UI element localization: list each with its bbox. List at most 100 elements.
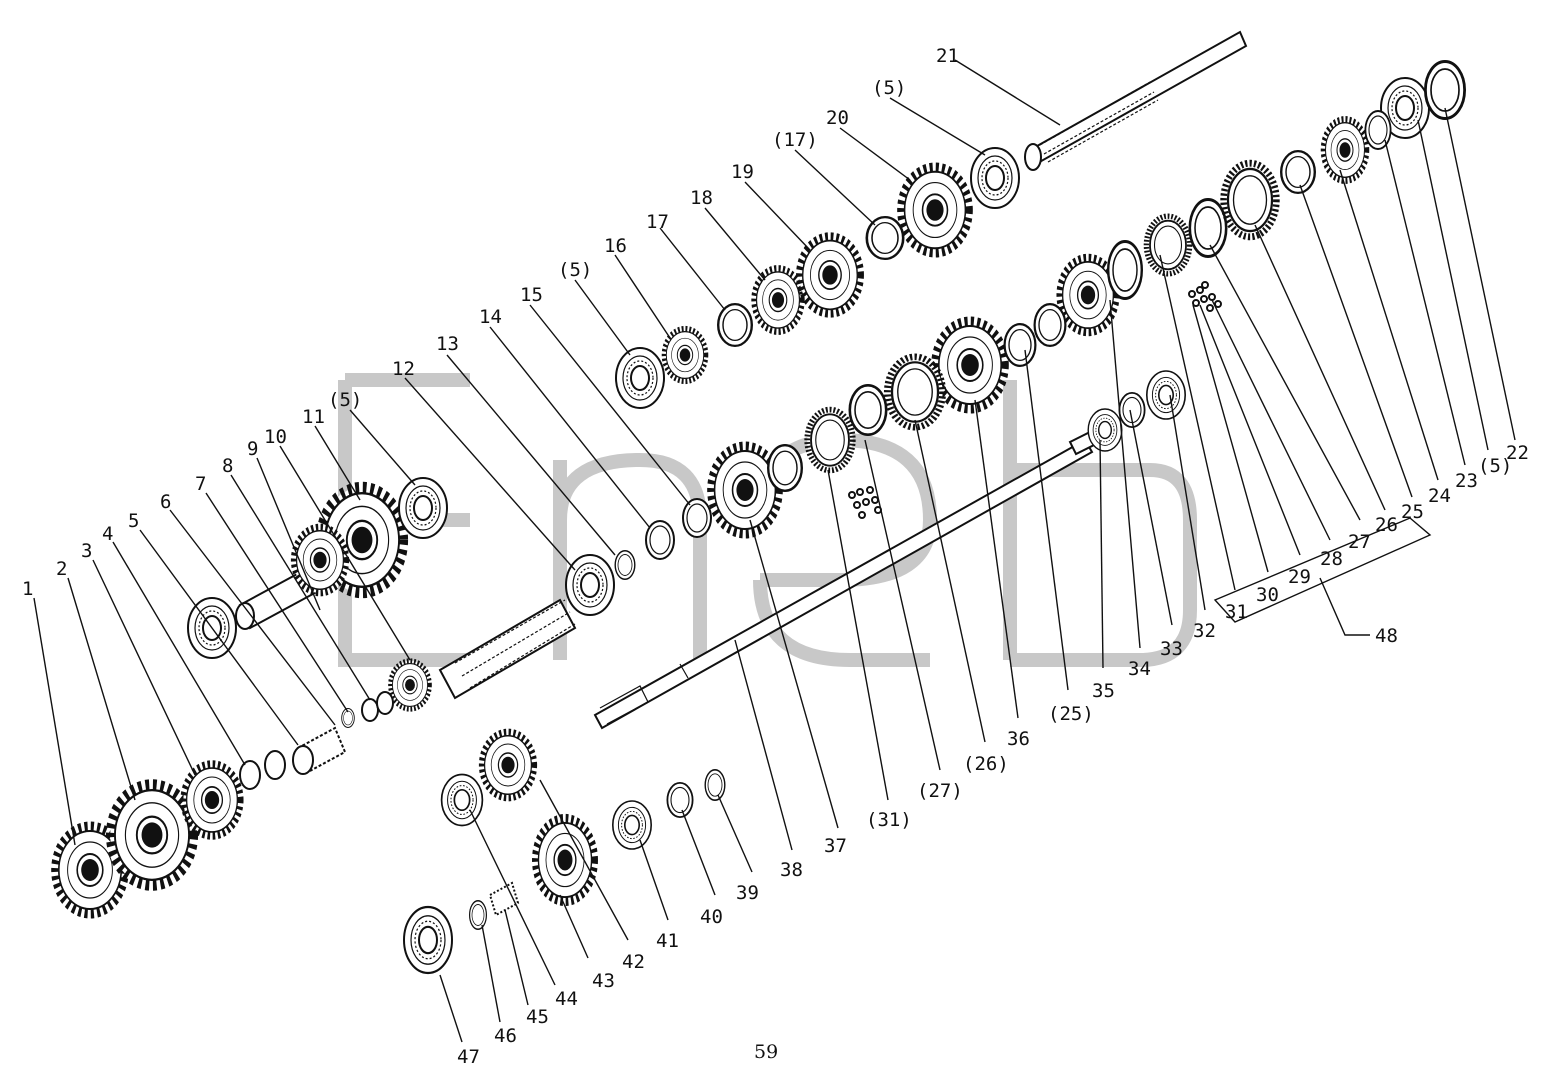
- callout-46: 46: [494, 1025, 517, 1047]
- callout-43: 43: [592, 970, 615, 992]
- callout-23: 23: [1455, 470, 1478, 492]
- callout-26: 26: [1375, 514, 1398, 536]
- callout-41: 41: [656, 930, 679, 952]
- bearing-44: [440, 773, 484, 827]
- callout-12: 12: [392, 358, 415, 380]
- bearing-12: [565, 554, 615, 616]
- callout-13: 13: [436, 333, 459, 355]
- parts-drawing: [55, 30, 1467, 975]
- callout-34: 34: [1128, 658, 1151, 680]
- ring-13: [614, 550, 636, 580]
- bearing-5b: [398, 477, 448, 539]
- bushing-25b: [1003, 323, 1037, 367]
- callout-39: 39: [736, 882, 759, 904]
- callout-2: 2: [56, 558, 67, 580]
- callout-5: 5: [128, 510, 139, 532]
- needle-bearings-4: [239, 750, 286, 790]
- callout-6: 6: [160, 491, 171, 513]
- gear-42: [482, 732, 535, 798]
- gear-20: [901, 167, 970, 253]
- callout-21: 21: [936, 45, 959, 67]
- callout-30: 30: [1256, 584, 1279, 606]
- callout-25b: (25): [1048, 703, 1094, 725]
- gear-43: [535, 818, 595, 902]
- snap-ring-46: [468, 900, 488, 930]
- callout-17b: (17): [772, 129, 818, 151]
- callout-8: 8: [222, 455, 233, 477]
- callout-37: 37: [824, 835, 847, 857]
- gear-18: [754, 268, 802, 331]
- bearing-32: [1146, 370, 1186, 420]
- callout-5c: (5): [558, 259, 592, 281]
- bushing-15: [682, 498, 712, 538]
- callout-31: 31: [1225, 601, 1248, 623]
- callout-14: 14: [479, 306, 502, 328]
- ring-27: [1106, 240, 1144, 300]
- callout-48: 48: [1375, 625, 1398, 647]
- bushing-17: [717, 302, 753, 348]
- callout-27b: (27): [917, 780, 963, 802]
- callout-11: 11: [302, 406, 325, 428]
- callout-32: 32: [1193, 620, 1216, 642]
- callout-31b: (31): [866, 809, 912, 831]
- gear-10: [294, 527, 347, 593]
- bearing-35: [1087, 408, 1123, 452]
- ring-14: [645, 520, 675, 560]
- callout-27: 27: [1348, 531, 1371, 553]
- gear-8: [390, 661, 430, 709]
- gear-16: [664, 329, 706, 382]
- ring-27b: [848, 383, 888, 437]
- leader-lines: [33, 59, 1516, 1043]
- callout-5e: (5): [1478, 455, 1512, 477]
- callout-44: 44: [555, 988, 578, 1010]
- bushing-25: [1033, 303, 1067, 347]
- callout-labels: 1 2 3 4 5 6 7 8 9 10 11 (5) 12 13 14 15 …: [22, 45, 1529, 1068]
- callout-45: 45: [526, 1006, 549, 1028]
- callout-9: 9: [247, 438, 258, 460]
- hub-31b: [807, 410, 853, 471]
- sleeve-26b: [887, 357, 942, 427]
- needle-bearing-6: [292, 726, 347, 775]
- callout-36: 36: [1007, 728, 1030, 750]
- bearing-5c: [615, 347, 665, 409]
- callout-20: 20: [826, 107, 849, 129]
- callout-40: 40: [700, 906, 723, 928]
- sleeve-26: [1224, 163, 1277, 237]
- callout-16: 16: [604, 235, 627, 257]
- callout-3: 3: [81, 540, 92, 562]
- bearing-5d: [970, 147, 1020, 209]
- callout-5b: (5): [328, 389, 362, 411]
- callout-15: 15: [520, 284, 543, 306]
- detent-balls-29-30: [848, 281, 1222, 519]
- bearing-47: [402, 905, 454, 975]
- output-shaft-main: [593, 430, 1098, 730]
- page-number: 59: [754, 1041, 778, 1063]
- gear-36: [935, 321, 1005, 409]
- callout-7: 7: [195, 473, 206, 495]
- callout-24: 24: [1428, 485, 1451, 507]
- callout-26b: (26): [963, 753, 1009, 775]
- top-shaft-21: [1024, 30, 1248, 171]
- callout-47: 47: [457, 1046, 480, 1068]
- callout-1: 1: [22, 578, 33, 600]
- callout-42: 42: [622, 951, 645, 973]
- input-shaft: [438, 598, 577, 700]
- callout-5d: (5): [872, 77, 906, 99]
- ring-31: [767, 444, 803, 492]
- needle-bearing-45: [488, 881, 520, 917]
- gear-3: [183, 764, 240, 836]
- callout-38: 38: [780, 859, 803, 881]
- callout-19: 19: [731, 161, 754, 183]
- callout-29: 29: [1288, 566, 1311, 588]
- needle-bearing-7b: [361, 691, 394, 722]
- hub-31: [1146, 216, 1189, 274]
- callout-18: 18: [690, 187, 713, 209]
- callout-22: 22: [1506, 442, 1529, 464]
- callout-28: 28: [1320, 548, 1343, 570]
- ring-39: [704, 768, 726, 802]
- callout-25: 25: [1401, 501, 1424, 523]
- bushing-25c: [1279, 149, 1317, 195]
- callout-10: 10: [264, 426, 287, 448]
- ring-23: [1364, 110, 1392, 150]
